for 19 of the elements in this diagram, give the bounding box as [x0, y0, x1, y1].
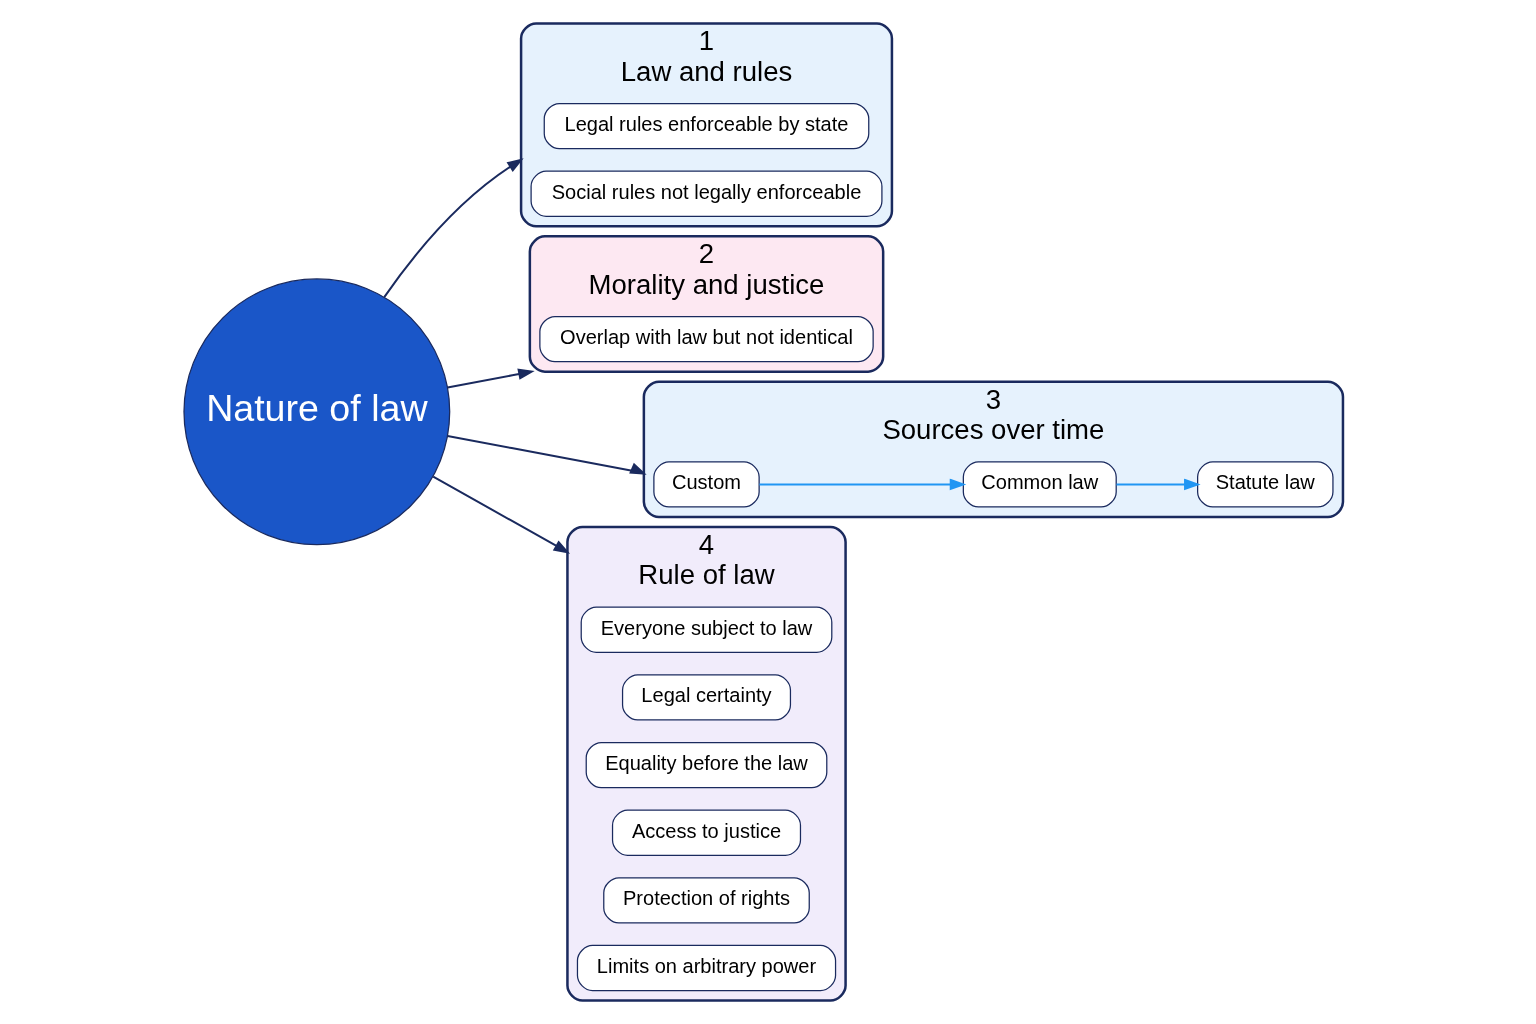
node-box: Custom	[652, 461, 760, 508]
node-box: Protection of rights	[602, 877, 810, 924]
node-box: Legal certainty	[621, 674, 791, 721]
node-box: Everyone subject to law	[580, 606, 832, 653]
node-box: Limits on arbitrary power	[576, 944, 836, 992]
arrow	[757, 478, 966, 491]
node-circle: Nature of law	[182, 278, 450, 546]
node-box: Equality before the law	[585, 741, 827, 789]
arrow	[431, 475, 570, 554]
arrow	[382, 158, 524, 299]
node-box: Access to justice	[611, 809, 801, 856]
node-box: Common law	[962, 461, 1117, 508]
node-box: Overlap with law but not identical	[538, 315, 874, 363]
arrow	[1115, 478, 1201, 491]
node-box: Legal rules enforceable by state	[543, 102, 869, 150]
node-box: Social rules not legally enforceable	[530, 170, 883, 217]
arrow	[446, 368, 535, 389]
arrow	[446, 435, 647, 475]
node-box: Statute law	[1196, 461, 1334, 508]
